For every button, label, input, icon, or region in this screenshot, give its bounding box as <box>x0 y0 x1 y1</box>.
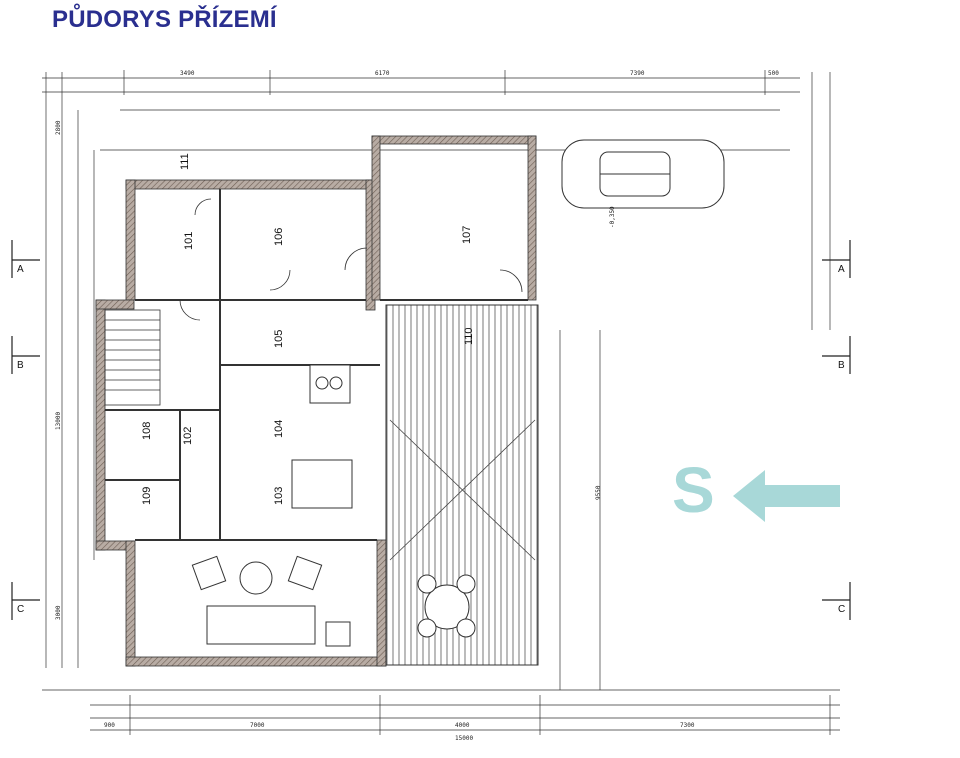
room-number-102: 102 <box>182 427 194 445</box>
dim-bottom-total: 15000 <box>455 735 473 742</box>
room-number-101: 101 <box>183 232 195 250</box>
room-number-107: 107 <box>461 226 473 244</box>
room-number-109: 109 <box>141 487 153 505</box>
room-number-108: 108 <box>141 422 153 440</box>
dimension-lines <box>42 70 840 735</box>
dim-bottom-3: 4000 <box>455 722 470 729</box>
page-title: PŮDORYS PŘÍZEMÍ <box>52 6 277 33</box>
dim-bottom-2: 7000 <box>250 722 265 729</box>
room-number-106: 106 <box>273 228 285 246</box>
section-b-right: B <box>838 360 845 371</box>
dim-top-3: 7390 <box>630 70 645 77</box>
staircase <box>104 309 161 406</box>
room-number-103: 103 <box>273 487 285 505</box>
dim-left-2: 3000 <box>55 605 62 620</box>
section-c-left: C <box>17 604 24 615</box>
interior-walls <box>105 189 528 541</box>
dim-top-2: 6170 <box>375 70 390 77</box>
dim-right-1: 9550 <box>595 485 602 500</box>
door-swings <box>179 198 523 321</box>
car-icon <box>561 139 725 209</box>
section-markers <box>11 240 851 620</box>
section-b-left: B <box>17 360 24 371</box>
dim-top-4: 500 <box>768 70 779 77</box>
dim-garage-elev: -0,350 <box>609 206 616 228</box>
section-a-left: A <box>17 264 24 275</box>
dim-left-1: 2800 <box>55 120 62 135</box>
room-number-104: 104 <box>273 420 285 438</box>
dim-top-1: 3490 <box>180 70 195 77</box>
room-number-105: 105 <box>273 330 285 348</box>
room-number-110: 110 <box>463 327 475 345</box>
dim-bottom-4: 7300 <box>680 722 695 729</box>
furniture <box>191 364 353 647</box>
terrace-cross <box>389 419 536 561</box>
dim-bottom-1: 900 <box>104 722 115 729</box>
north-label: S <box>672 454 715 526</box>
terrace-table <box>417 574 476 638</box>
dim-left-3: 13000 <box>55 412 62 430</box>
room-number-111: 111 <box>179 153 191 170</box>
north-arrow-icon <box>733 470 840 522</box>
section-c-right: C <box>838 604 845 615</box>
section-a-right: A <box>838 264 845 275</box>
terrace-deck <box>385 304 539 666</box>
